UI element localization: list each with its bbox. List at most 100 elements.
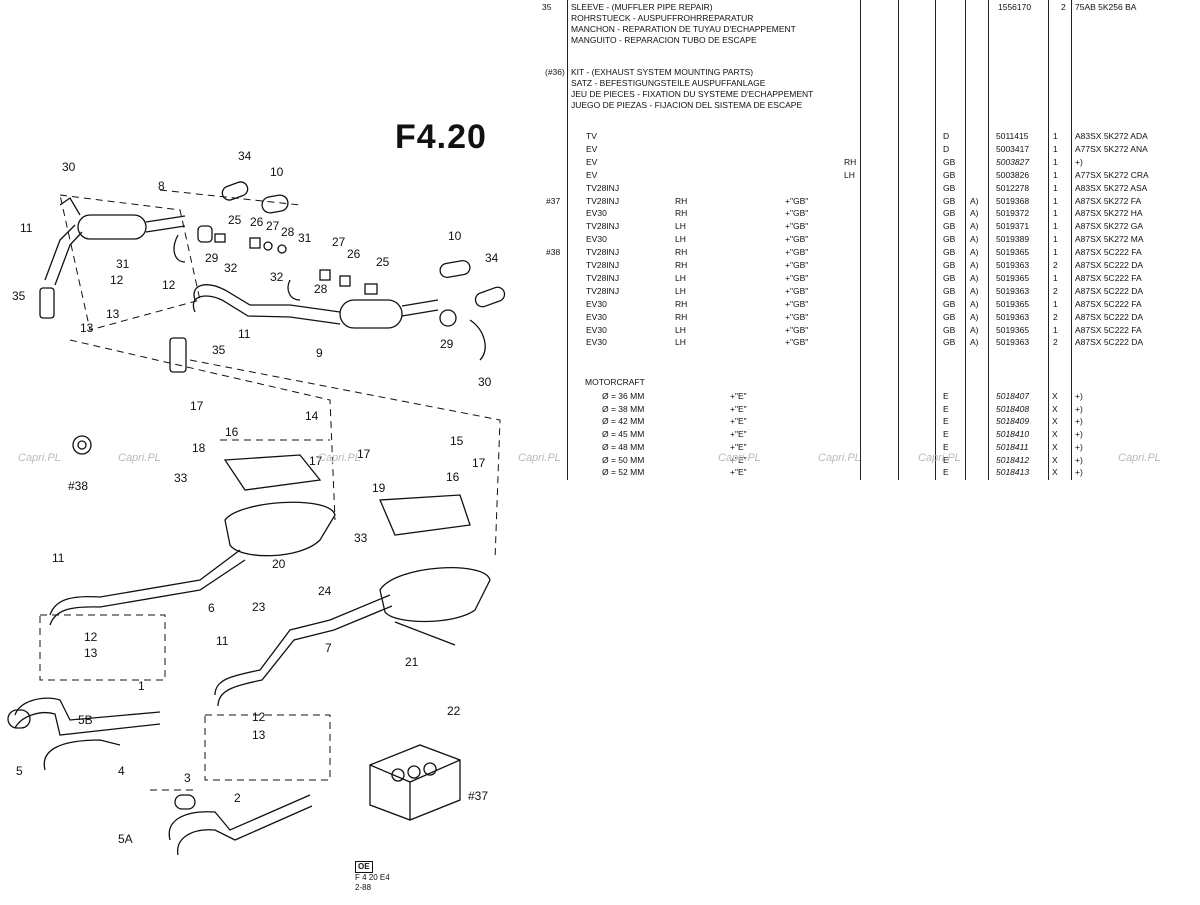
- svg-text:17: 17: [357, 447, 371, 461]
- svg-text:21: 21: [405, 655, 419, 669]
- pipe-diameter: Ø = 45 MM: [602, 429, 645, 440]
- svg-text:9: 9: [316, 346, 323, 360]
- side: LH: [675, 221, 686, 232]
- part-number: 5019363: [996, 337, 1030, 348]
- svg-text:16: 16: [446, 470, 460, 484]
- description-de: ROHRSTUECK - AUSPUFFROHRREPARATUR: [571, 13, 754, 23]
- pipe-diameter: Ø = 38 MM: [602, 403, 645, 414]
- side: LH: [675, 324, 686, 335]
- reference: A87SX 5K272 FA: [1075, 195, 1142, 206]
- part-number: 5019365: [996, 272, 1030, 283]
- description-fr: MANCHON - REPARATION DE TUYAU D'ECHAPPEM…: [571, 24, 796, 34]
- market-code: +"GB": [785, 298, 809, 309]
- market-code: +"GB": [785, 272, 809, 283]
- quantity: 1: [1053, 208, 1058, 219]
- part-number: 5019372: [996, 208, 1030, 219]
- marker: A): [970, 195, 979, 206]
- reference: A87SX 5C222 FA: [1075, 298, 1142, 309]
- reference: +): [1075, 454, 1083, 465]
- svg-text:5B: 5B: [78, 713, 93, 727]
- quantity: 2: [1053, 337, 1058, 348]
- svg-text:32: 32: [224, 261, 238, 275]
- svg-text:30: 30: [478, 375, 492, 389]
- side-rhlh: LH: [844, 169, 855, 180]
- part-number: 5019365: [996, 324, 1030, 335]
- market: GB: [943, 247, 956, 258]
- watermark-text: Capri.PL: [818, 452, 861, 464]
- market-code: +"E": [730, 467, 747, 478]
- marker: A): [970, 221, 979, 232]
- svg-text:26: 26: [250, 215, 264, 229]
- svg-text:27: 27: [332, 235, 346, 249]
- svg-text:13: 13: [84, 646, 98, 660]
- part-number: 5003417: [996, 143, 1030, 154]
- pipe-diameter: Ø = 50 MM: [602, 454, 645, 465]
- svg-text:12: 12: [110, 273, 124, 287]
- marker: A): [970, 324, 979, 335]
- part-number: 5018407: [996, 391, 1030, 401]
- side: LH: [675, 285, 686, 296]
- reference: A87SX 5C222 DA: [1075, 311, 1144, 322]
- marker: A): [970, 298, 979, 309]
- market: GB: [943, 234, 956, 245]
- svg-text:18: 18: [192, 441, 206, 455]
- marker: A): [970, 208, 979, 219]
- motorcraft-heading: MOTORCRAFT: [585, 377, 645, 387]
- side-rhlh: RH: [844, 156, 857, 167]
- market: GB: [943, 156, 956, 167]
- svg-text:29: 29: [205, 251, 219, 265]
- model: TV28INJ: [586, 182, 620, 193]
- svg-text:28: 28: [314, 282, 328, 296]
- watermark-text: Capri.PL: [918, 452, 961, 464]
- svg-text:15: 15: [450, 434, 464, 448]
- part-number: 1556170: [998, 2, 1032, 12]
- model: EV30: [586, 337, 607, 348]
- quantity: 1: [1053, 234, 1058, 245]
- model: EV: [586, 143, 598, 154]
- svg-text:#37: #37: [468, 789, 488, 803]
- svg-text:25: 25: [376, 255, 390, 269]
- svg-text:27: 27: [266, 219, 280, 233]
- marker: A): [970, 337, 979, 348]
- reference: A83SX 5K272 ADA: [1075, 131, 1148, 141]
- figure-code: F4.20: [395, 118, 487, 156]
- market: D: [943, 143, 950, 154]
- market-code: +"E": [730, 391, 747, 401]
- quantity: 1: [1053, 324, 1058, 335]
- footer-date: 2-88: [355, 883, 372, 892]
- market: GB: [943, 221, 956, 232]
- svg-text:#38: #38: [68, 479, 88, 493]
- market-code: +"GB": [785, 337, 809, 348]
- svg-text:35: 35: [12, 289, 26, 303]
- watermark-text: Capri.PL: [1118, 452, 1161, 464]
- svg-text:22: 22: [447, 704, 461, 718]
- reference: A87SX 5C222 FA: [1075, 272, 1142, 283]
- svg-text:32: 32: [270, 270, 284, 284]
- reference: +): [1075, 391, 1083, 401]
- watermark-text: Capri.PL: [18, 452, 61, 464]
- part-number: 5019363: [996, 285, 1030, 296]
- model: TV: [586, 131, 597, 141]
- svg-text:11: 11: [20, 221, 33, 235]
- part-number: 5012278: [996, 182, 1030, 193]
- svg-text:31: 31: [298, 231, 312, 245]
- model: EV: [586, 169, 598, 180]
- market-code: +"GB": [785, 311, 809, 322]
- model: EV30: [586, 311, 607, 322]
- part-number: 5018412: [996, 454, 1030, 465]
- svg-text:24: 24: [318, 584, 332, 598]
- footer-oe-box: OE: [355, 861, 373, 873]
- item-number: #37: [546, 195, 561, 206]
- svg-text:33: 33: [354, 531, 368, 545]
- svg-text:35: 35: [212, 343, 226, 357]
- market-code: +"GB": [785, 208, 809, 219]
- svg-text:6: 6: [208, 601, 215, 615]
- svg-text:1: 1: [138, 679, 145, 693]
- quantity: 1: [1053, 156, 1058, 167]
- svg-text:13: 13: [106, 307, 120, 321]
- quantity: 1: [1053, 131, 1058, 141]
- part-number: 5019365: [996, 247, 1030, 258]
- svg-text:16: 16: [225, 425, 239, 439]
- reference: +): [1075, 403, 1083, 414]
